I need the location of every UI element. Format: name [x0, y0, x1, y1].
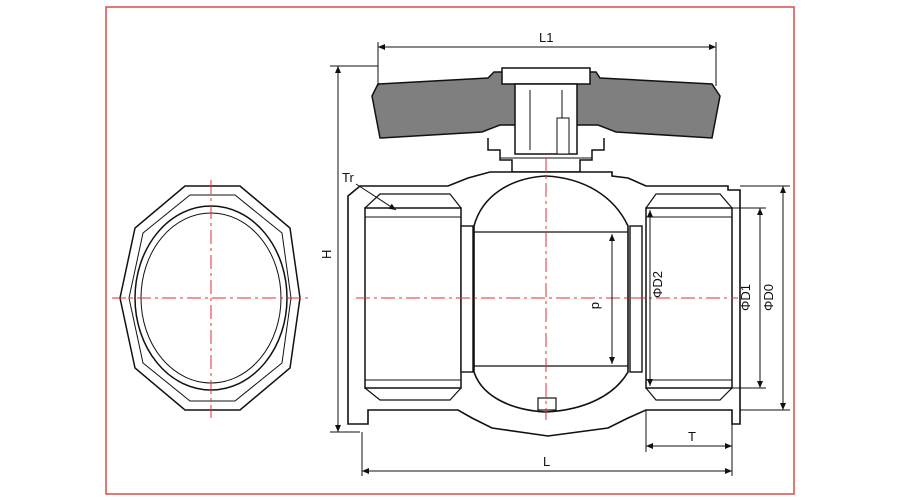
bottom-pin	[537, 397, 557, 411]
left-thread-chamfer	[364, 193, 462, 209]
label-Tr: Tr	[342, 170, 354, 185]
handle-hub	[501, 67, 591, 85]
label-d: d	[589, 302, 604, 309]
right-seat	[629, 225, 643, 373]
dimensions	[330, 42, 790, 476]
left-seat	[460, 225, 474, 373]
label-D1: ΦD1	[738, 284, 753, 311]
label-D2: ΦD2	[650, 271, 665, 298]
label-T: T	[688, 429, 696, 444]
end-view-octagon	[119, 185, 301, 411]
side-view	[347, 67, 741, 437]
drawing-frame	[105, 6, 795, 495]
label-H: H	[319, 250, 334, 259]
label-L1: L1	[539, 30, 553, 45]
stem-key	[556, 117, 570, 155]
valve-ball	[473, 175, 629, 413]
label-D0: ΦD0	[761, 284, 776, 311]
end-view-octagon-inner	[128, 194, 292, 402]
end-view	[112, 180, 312, 418]
label-L: L	[543, 454, 550, 469]
dim-Tr-leader	[355, 183, 397, 211]
